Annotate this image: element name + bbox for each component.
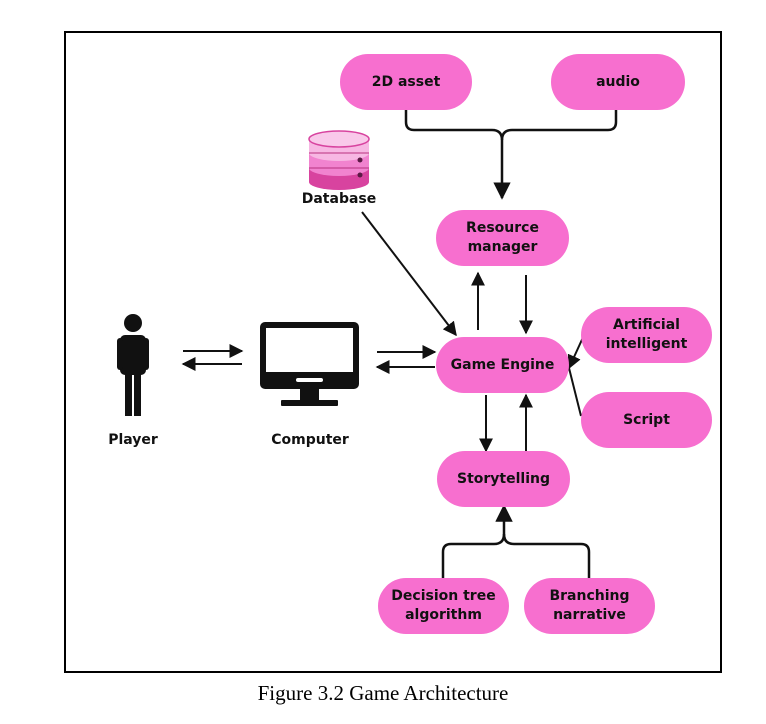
connector-2d-asset-to-resource [404, 110, 511, 200]
diagram-frame [64, 31, 722, 673]
node-resource-manager: Resource manager [436, 210, 569, 266]
connector-script-to-engine [568, 367, 582, 417]
node-2d-asset: 2D asset [340, 54, 472, 110]
database-label: Database [301, 191, 377, 207]
node-artificial-intelligent: Artificial intelligent [581, 307, 712, 363]
database-icon [308, 130, 370, 190]
node-audio: audio [551, 54, 685, 110]
monitor-icon [260, 322, 359, 406]
node-decision-tree-algorithm: Decision tree algorithm [378, 578, 509, 634]
node-storytelling: Storytelling [437, 451, 570, 507]
node-script: Script [581, 392, 712, 448]
arrow-database-to-game-engine [361, 211, 457, 337]
person-icon [117, 314, 149, 416]
node-game-engine: Game Engine [436, 337, 569, 393]
computer-label: Computer [271, 432, 349, 448]
connector-decision-tree-to-storytelling [441, 504, 513, 578]
connector-branching-to-storytelling [502, 533, 591, 578]
player-label: Player [108, 432, 158, 448]
figure-caption: Figure 3.2 Game Architecture [257, 681, 509, 705]
connector-audio-to-resource [500, 110, 618, 141]
node-branching-narrative: Branching narrative [524, 578, 655, 634]
